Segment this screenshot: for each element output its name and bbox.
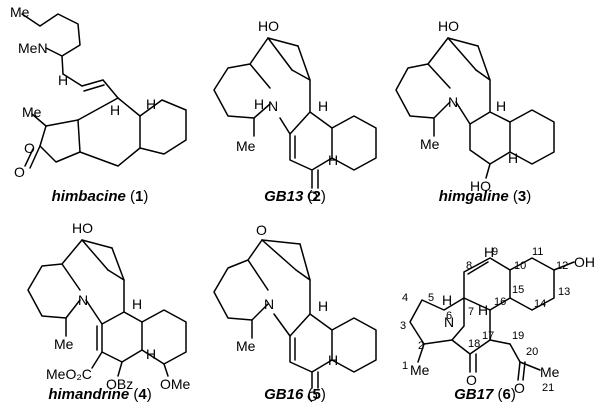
gb17-h-mid: H [478, 302, 489, 318]
gb17-atom-number: 14 [534, 298, 547, 310]
caption-himgaline: himgaline (3) [438, 188, 532, 205]
gb13-h-top: H [318, 98, 329, 114]
himbacine-carbonyl-oxygen: O [14, 164, 25, 180]
himandrine-bonds [27, 239, 187, 377]
compound-name: himbacine [51, 188, 126, 205]
gb17-atom-number: 13 [558, 286, 571, 298]
gb17-atom-number: 16 [494, 296, 507, 308]
compound-name: GB13 [264, 188, 304, 205]
himgaline-methyl: Me [420, 136, 440, 152]
himandrine-methyl: Me [54, 336, 74, 352]
himgaline-h-top: H [496, 98, 507, 114]
himbacine-ring-oxygen: O [24, 140, 35, 156]
gb17-nitrogen: N [444, 314, 455, 330]
gb17-atom-number: 2 [418, 340, 425, 352]
himandrine-benzoate: OBz [106, 376, 134, 392]
compound-name: himgaline [438, 188, 509, 205]
compound-number: 3 [517, 188, 527, 205]
himandrine-methoxy: OMe [160, 376, 191, 392]
compound-number: 5 [312, 386, 321, 403]
compound-number: 4 [138, 386, 147, 403]
gb16-h-top: H [318, 298, 329, 314]
himandrine-nitrogen: N [78, 292, 89, 308]
himbacine-h-top: H [58, 72, 69, 88]
gb17-methyl: Me [410, 362, 430, 378]
himgaline-bonds [395, 37, 555, 179]
himandrine-hydroxyl: HO [72, 220, 93, 236]
gb17-ketone-oxygen: O [514, 380, 525, 396]
himbacine-h-left: H [110, 102, 121, 118]
himbacine-h-right: H [146, 96, 157, 112]
gb17-hydroxyl: OH [574, 254, 595, 270]
gb17-atom-number: 12 [556, 260, 569, 272]
compound-number: 2 [312, 188, 321, 205]
gb17-atom-number: 21 [542, 382, 555, 394]
gb16-carbonyl-oxygen: O [307, 388, 318, 404]
gb17-atom-number: 9 [492, 246, 499, 258]
himandrine-ester: MeO₂C [46, 366, 92, 382]
gb16-methyl: Me [236, 338, 256, 354]
gb17-atom-number: 3 [400, 320, 407, 332]
gb17-atom-number: 15 [512, 284, 525, 296]
gb17-atom-number: 8 [466, 260, 473, 272]
gb13-amine-h: H [254, 96, 265, 112]
gb13-bonds [213, 37, 377, 189]
gb17-atom-number: 4 [402, 292, 409, 304]
himgaline-h-bottom: H [508, 150, 519, 166]
himbacine-methyl-top: Me [10, 4, 30, 20]
gb16-bonds [213, 239, 377, 389]
gb13-amine-n: N [268, 98, 279, 114]
compound-name: GB17 [454, 386, 494, 403]
caption-himbacine: himbacine (1) [51, 188, 149, 205]
himandrine-h-bottom: H [146, 346, 157, 362]
compound-number: 6 [502, 386, 511, 403]
gb17-atom-number: 6 [446, 310, 453, 322]
gb17-atom-number: 18 [468, 338, 481, 350]
gb17-atom-number: 1 [402, 360, 409, 372]
gb17-acetyl-methyl: Me [540, 364, 560, 380]
himbacine-bonds [21, 13, 187, 169]
caption-gb16: GB16 (5) [264, 386, 326, 403]
gb16-nitrogen: N [264, 296, 275, 312]
gb17-atom-number: 5 [428, 292, 435, 304]
gb17-atom-number: 20 [526, 346, 539, 358]
gb17-atom-number: 10 [514, 260, 527, 272]
gb17-atom-number: 11 [532, 246, 544, 258]
gb17-atom-number: 17 [482, 330, 495, 342]
compound-name: himandrine [48, 386, 130, 403]
gb13-hydroxyl: HO [258, 18, 279, 34]
gb13-methyl: Me [236, 138, 256, 154]
compound-name: GB16 [264, 386, 304, 403]
himandrine-h-top: H [132, 296, 143, 312]
gb17-h-top: H [484, 244, 495, 260]
caption-himandrine: himandrine (4) [48, 386, 152, 403]
gb17-atom-number: 19 [512, 330, 525, 342]
compound-number: 1 [135, 188, 144, 205]
himgaline-nitrogen: N [448, 94, 459, 110]
himgaline-hydroxyl-bottom: HO [470, 178, 491, 194]
gb17-lactam-oxygen: O [466, 372, 477, 388]
gb17-bonds [409, 257, 575, 381]
himbacine-methyl-lactone: Me [22, 104, 42, 120]
gb16-ketone-oxygen: O [256, 222, 267, 238]
caption-gb17: GB17 (6) [454, 386, 516, 403]
gb17-h-bottom: H [442, 292, 453, 308]
himgaline-hydroxyl: HO [438, 18, 459, 34]
gb17-atom-number: 7 [468, 306, 475, 318]
gb13-carbonyl-oxygen: O [307, 188, 318, 204]
gb13-h-bottom: H [328, 152, 339, 168]
himbacine-amine: MeN [18, 40, 48, 56]
caption-gb13: GB13 (2) [264, 188, 326, 205]
gb16-h-bottom: H [328, 352, 339, 368]
